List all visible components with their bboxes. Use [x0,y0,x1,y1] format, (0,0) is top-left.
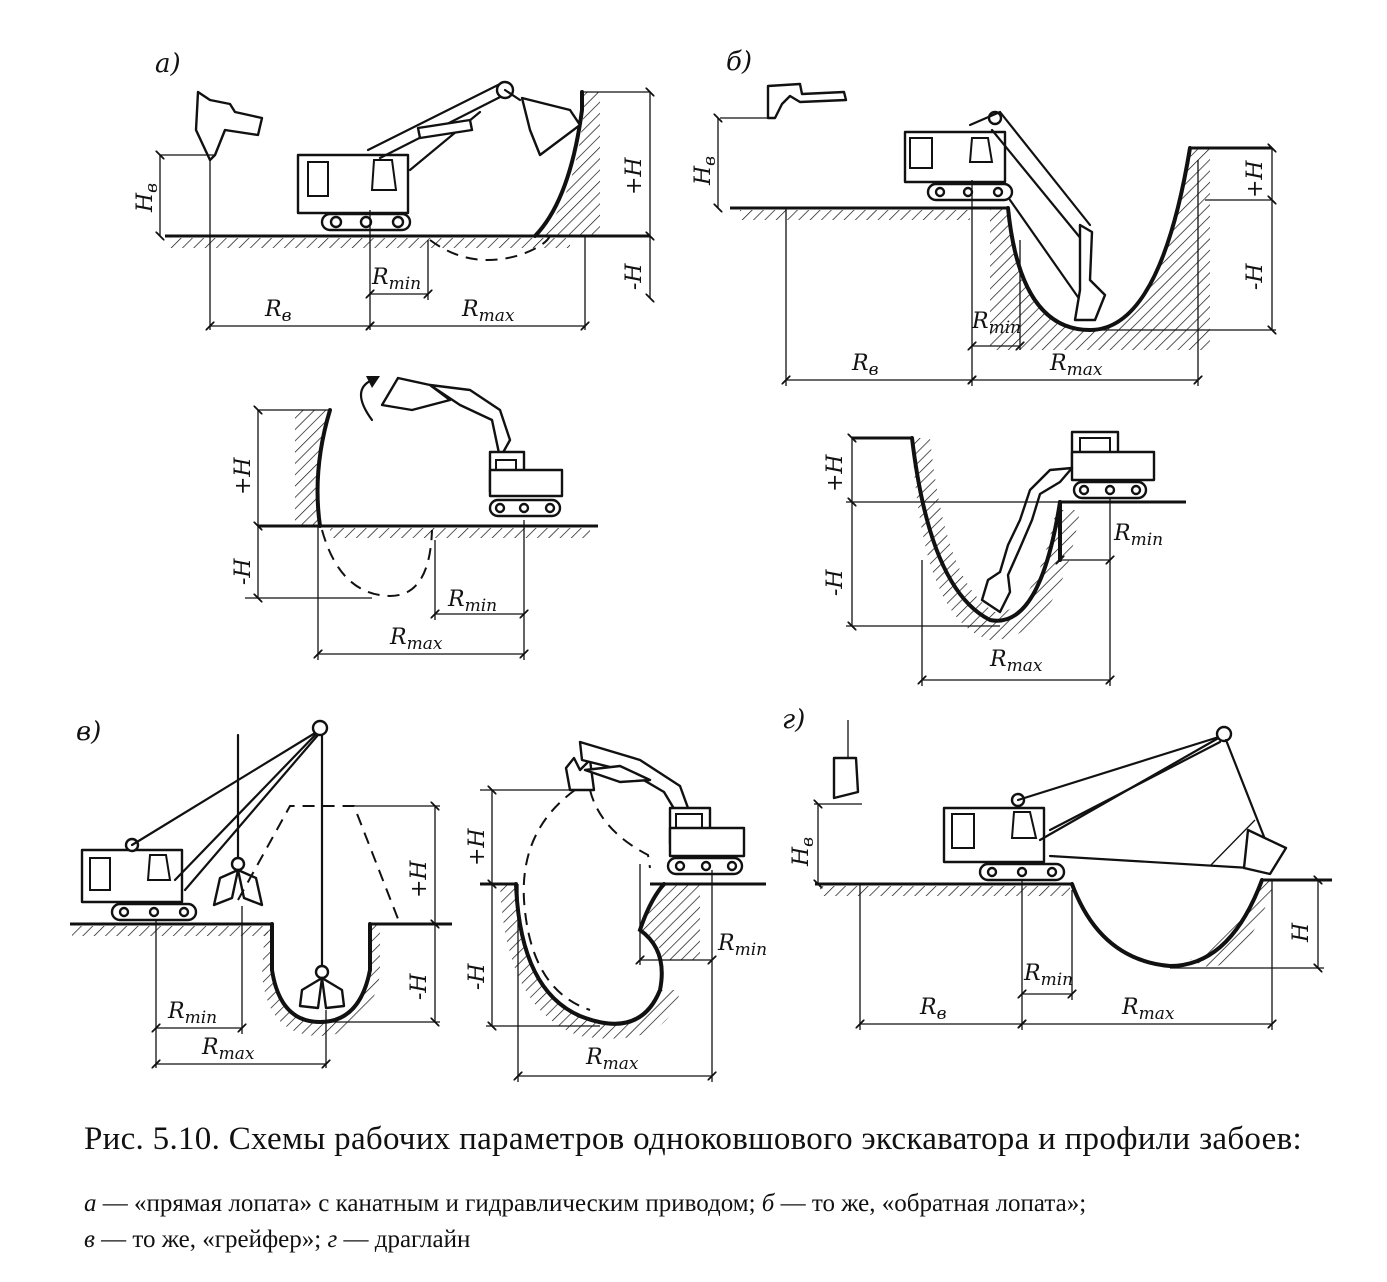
bucket [380,376,452,412]
dim-plus-h: +H [465,828,490,866]
dim-rmin: Rmin [717,931,767,960]
panel-v: в) +H -H [70,717,452,1068]
reach-zone [237,805,401,925]
dim-rmax: Rmax [1121,995,1175,1024]
boom [1016,734,1224,802]
dim-minus-h: -H [622,263,647,290]
dim-rmax: Rmax [389,625,443,654]
dump-truck-bed [766,82,848,120]
dim-rmax: Rmax [461,297,515,326]
grab-closed [298,976,324,1010]
dim-rv: Rв [919,995,947,1024]
panel-b: б) Hв +H -H Rmin Rв [691,47,1276,386]
grab-open [212,868,240,907]
panel-a-label: а) [155,49,181,79]
dump-truck-bed [832,756,860,800]
dump-truck-bed [194,90,264,162]
bucket [520,96,582,157]
dim-plus-h: +H [231,457,256,495]
dim-plus-h: +H [823,454,848,492]
boom [968,110,1002,127]
dim-rmin: Rmin [1113,521,1163,550]
face-slope [315,408,332,528]
arm [428,383,512,460]
panel-a-hydraulic: +H -H Rmin Rmax [231,376,598,660]
legend-line-2: в — то же, «грейфер»; г — драглайн [84,1226,471,1253]
arm [980,466,1074,614]
dim-hv: Hв [789,837,818,867]
dim-hv: Hв [133,183,162,213]
face-hatch [540,92,600,236]
dim-rv: Rв [264,297,292,326]
digging-path [321,529,433,598]
panel-g: г) Hв H Rmin R [782,705,1332,1030]
dim-rmin: Rmin [971,309,1021,338]
rotation-arrow-icon [359,378,374,422]
dim-plus-h: +H [622,157,647,195]
dim-rmin: Rmin [371,265,421,294]
dim-minus-h: -H [407,973,432,1000]
panel-b-hydraulic: +H -H Rmin Rmax [823,430,1186,686]
dragline-bucket [1242,828,1288,876]
panel-b-label: б) [726,47,752,77]
bucket [1073,223,1107,322]
dim-rmax: Rmax [585,1045,639,1074]
dim-rv: Rв [851,351,879,380]
excavator-body [668,826,746,858]
dim-rmax: Rmax [1049,351,1103,380]
figure-caption-title: Рис. 5.10. Схемы рабочих параметров одно… [84,1121,1302,1157]
dim-hv: Hв [691,156,720,186]
reach-zone [522,789,591,1011]
face-slope [533,90,584,238]
dim-rmax: Rmax [201,1035,255,1064]
dim-minus-h: -H [231,558,256,585]
dim-minus-h: -H [823,569,848,596]
dim-rmin: Rmin [167,999,217,1028]
boom [366,82,502,152]
excavator-body [1070,450,1156,482]
pit-profile [1006,146,1192,333]
excavator-body [488,468,564,498]
dim-h: H [1289,922,1314,943]
dim-rmin: Rmin [1023,961,1073,990]
panel-v-label: в) [76,717,101,747]
legend-line-1: а — «прямая лопата» с канатным и гидравл… [84,1190,1087,1217]
dim-minus-h: -H [465,963,490,990]
boom [130,728,322,847]
panel-g-label: г) [782,705,805,735]
panel-a: а) Hв +H -H [133,49,650,330]
dim-plus-h: +H [407,860,432,898]
dim-rmax: Rmax [989,647,1043,676]
digging-path [429,235,551,261]
panel-v-hydraulic: +H -H Rmin Rmax [465,740,767,1082]
dim-minus-h: -H [1243,263,1268,290]
dim-rmin: Rmin [447,587,497,616]
dim-plus-h: +H [1243,160,1268,198]
figure-caption-legend: а — «прямая лопата» с канатным и гидравл… [84,1186,1354,1258]
